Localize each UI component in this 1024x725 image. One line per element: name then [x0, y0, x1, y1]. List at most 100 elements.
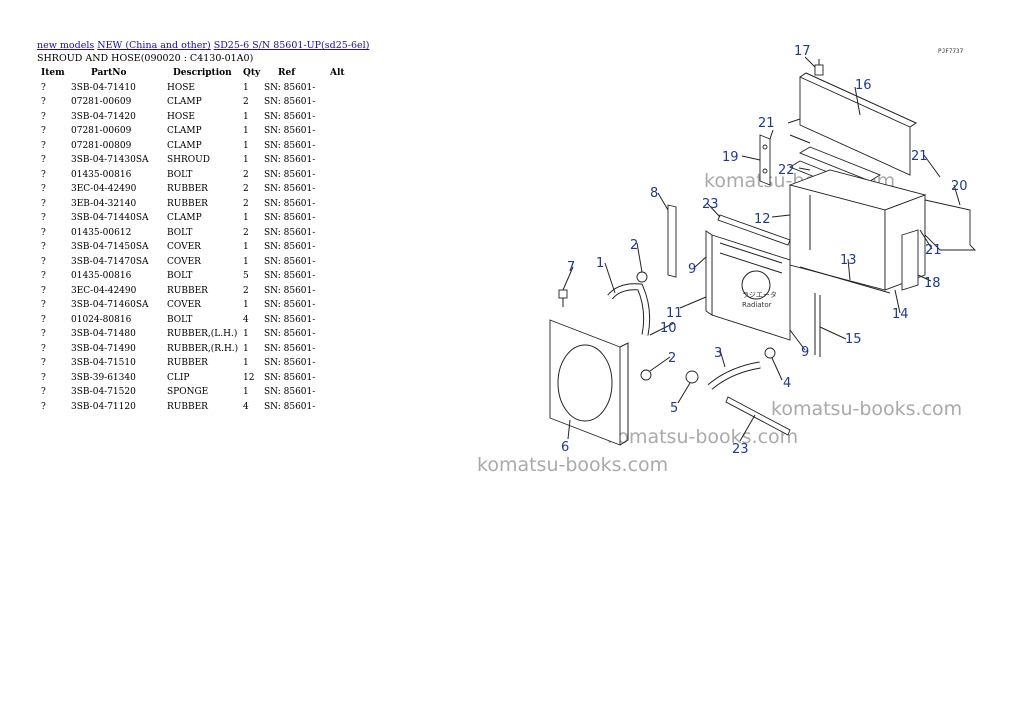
callout-2b: 2: [668, 351, 676, 366]
cell-description: RUBBER,(R.H.): [167, 343, 239, 354]
cell-partno: 3SB-04-71410: [71, 82, 136, 93]
breadcrumb-link-new-models[interactable]: new models: [37, 40, 95, 51]
cell-alt: [330, 327, 360, 342]
cell-alt: [330, 385, 360, 400]
cell-description: SPONGE: [167, 387, 209, 398]
callout-20: 20: [951, 179, 968, 194]
cell-description: COVER: [167, 242, 201, 253]
cell-alt: [330, 313, 360, 328]
cell-qty: 1: [243, 242, 249, 253]
callout-9: 9: [688, 262, 696, 277]
cell-item: ?: [41, 285, 46, 296]
part-bolt-17: [814, 59, 824, 76]
callout-11: 11: [666, 306, 683, 321]
cell-item: ?: [41, 97, 46, 108]
cell-description: BOLT: [167, 271, 193, 282]
cell-ref: SN: 85601-: [264, 387, 316, 398]
callout-13: 13: [840, 253, 857, 268]
cell-item: ?: [41, 300, 46, 311]
cell-item: ?: [41, 329, 46, 340]
callout-22: 22: [778, 163, 795, 178]
cell-qty: 2: [243, 184, 249, 195]
cell-ref: SN: 85601-: [264, 372, 316, 383]
cell-alt: [330, 240, 360, 255]
part-bolt-7: [558, 289, 568, 307]
part-rubber-15: [814, 293, 821, 357]
cell-alt: [330, 182, 360, 197]
cell-description: HOSE: [167, 82, 195, 93]
callout-23b: 23: [732, 442, 749, 457]
callout-4: 4: [783, 376, 791, 391]
breadcrumb-link-model[interactable]: SD25-6 S/N 85601-UP(sd25-6el): [213, 40, 370, 51]
cell-partno: 3SB-04-71420: [71, 111, 136, 122]
cell-qty: 1: [243, 358, 249, 369]
watermark: komatsu-books.com: [477, 454, 668, 475]
callout-17: 17: [794, 44, 811, 59]
part-rubber-23: [725, 396, 791, 436]
callout-9b: 9: [801, 345, 809, 360]
cell-description: CLAMP: [167, 97, 202, 108]
part-clamp-4: [764, 347, 776, 359]
callout-7: 7: [567, 260, 575, 275]
cell-partno: 07281-00809: [71, 140, 132, 151]
cell-ref: SN: 85601-: [264, 155, 316, 166]
cell-qty: 1: [243, 155, 249, 166]
radiator-label-jp: ラジエータ: [742, 290, 777, 299]
cell-ref: SN: 85601-: [264, 126, 316, 137]
part-bracket-19: [759, 134, 771, 186]
cell-ref: SN: 85601-: [264, 314, 316, 325]
cell-item: ?: [41, 401, 46, 412]
callout-19: 19: [722, 150, 739, 165]
cell-ref: SN: 85601-: [264, 227, 316, 238]
cell-description: BOLT: [167, 169, 193, 180]
cell-item: ?: [41, 213, 46, 224]
cell-qty: 2: [243, 285, 249, 296]
cell-description: CLAMP: [167, 126, 202, 137]
part-rubber-8: [667, 204, 677, 278]
cell-qty: 1: [243, 82, 249, 93]
cell-description: RUBBER: [167, 401, 208, 412]
cell-partno: 01435-00612: [71, 227, 132, 238]
cell-description: CLAMP: [167, 213, 202, 224]
cell-ref: SN: 85601-: [264, 169, 316, 180]
part-rubber-23: [717, 214, 791, 246]
callout-12: 12: [754, 212, 771, 227]
callout-18: 18: [924, 276, 941, 291]
cell-qty: 12: [243, 372, 255, 383]
cell-item: ?: [41, 358, 46, 369]
cell-item: ?: [41, 184, 46, 195]
cell-partno: 3EB-04-32140: [71, 198, 137, 209]
cell-description: RUBBER: [167, 358, 208, 369]
cell-partno: 01024-80816: [71, 314, 132, 325]
cell-description: RUBBER: [167, 285, 208, 296]
callout-23: 23: [702, 197, 719, 212]
cell-partno: 3SB-04-71490: [71, 343, 136, 354]
cell-ref: SN: 85601-: [264, 111, 316, 122]
exploded-parts-diagram: komatsu-books.com komatsu-books.com koma…: [477, 44, 977, 475]
page-subtitle: SHROUD AND HOSE(090020 : C4130-01A0): [37, 53, 254, 64]
cell-alt: [330, 298, 360, 313]
breadcrumb-link-new-china[interactable]: NEW (China and other): [97, 40, 211, 51]
cell-item: ?: [41, 169, 46, 180]
cell-partno: 01435-00816: [71, 271, 132, 282]
cell-alt: [330, 124, 360, 139]
cell-item: ?: [41, 256, 46, 267]
part-clamp-5: [685, 370, 699, 384]
cell-alt: [330, 139, 360, 154]
cell-description: CLIP: [167, 372, 190, 383]
cell-alt: [330, 95, 360, 110]
cell-item: ?: [41, 271, 46, 282]
cell-item: ?: [41, 372, 46, 383]
diagram-code: PJF7737: [938, 48, 964, 55]
